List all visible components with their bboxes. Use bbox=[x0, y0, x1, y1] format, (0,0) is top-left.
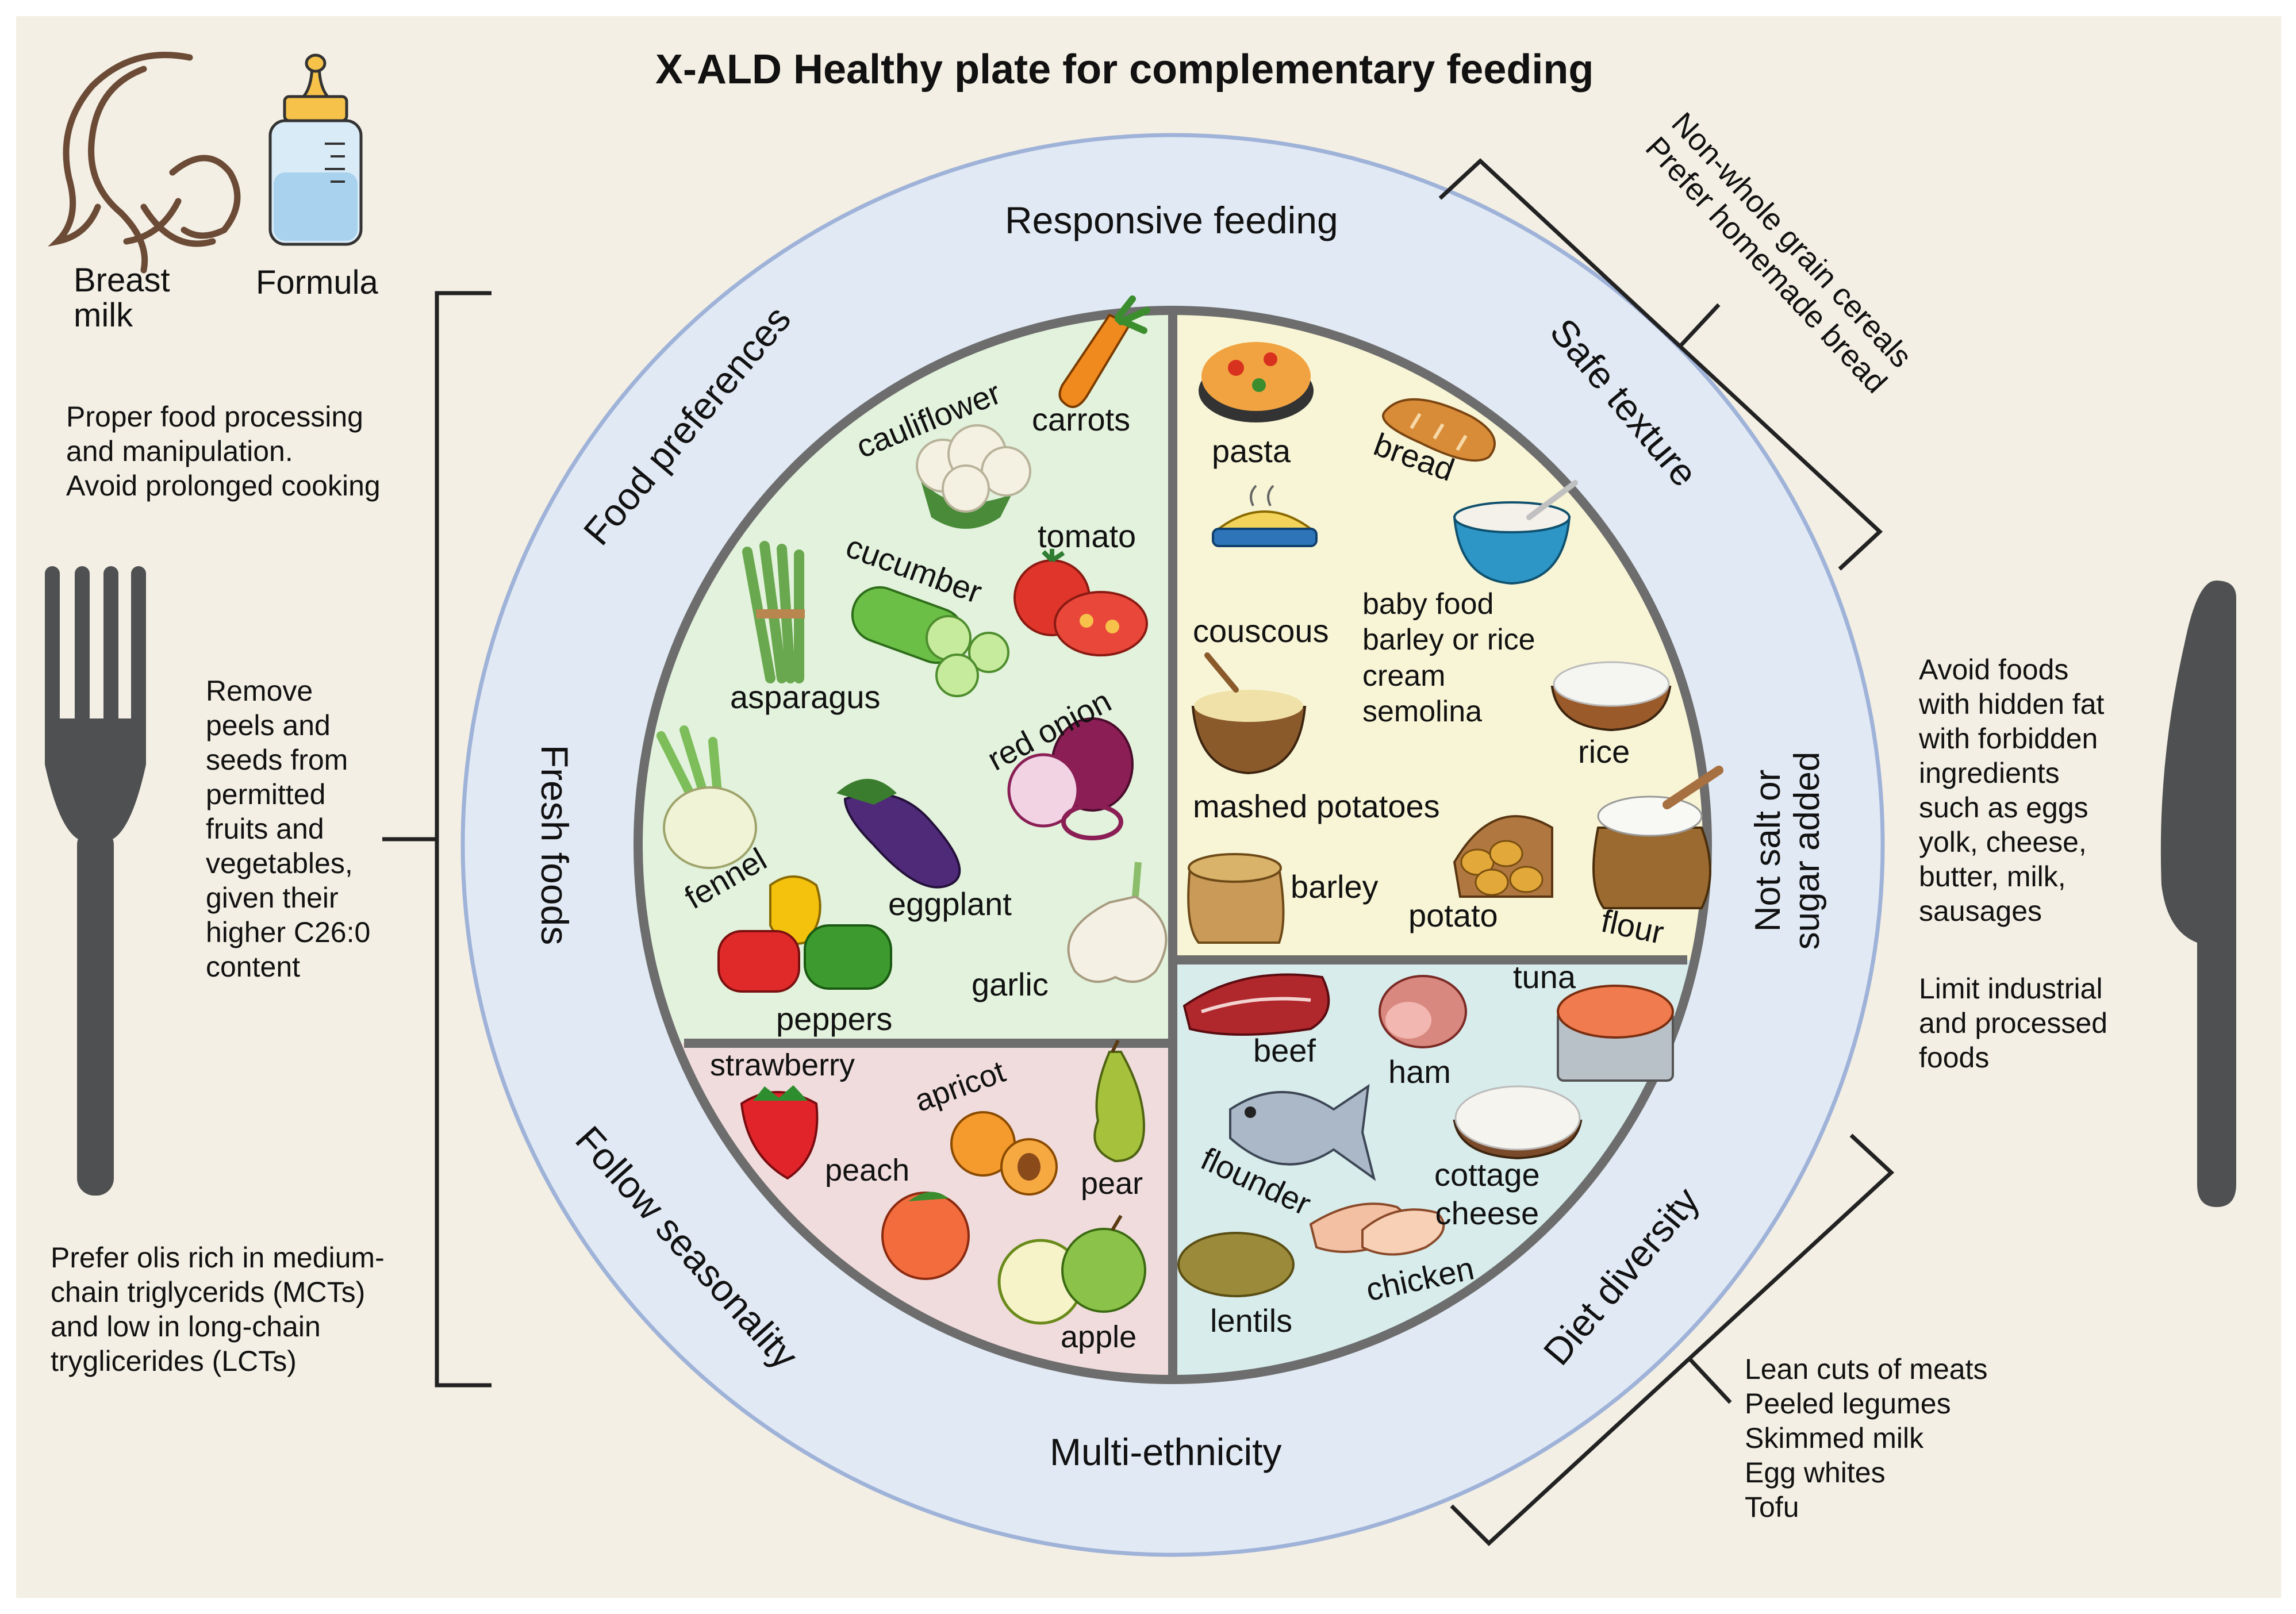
fork-icon bbox=[45, 566, 146, 1196]
fennel-icon bbox=[656, 725, 757, 869]
bottom-right-bracket bbox=[1450, 1133, 1895, 1546]
label-garlic: garlic bbox=[972, 966, 1049, 1002]
label-strawberry: strawberry bbox=[710, 1048, 855, 1082]
cottage-cheese-icon bbox=[1453, 1085, 1583, 1160]
mother-baby-icon bbox=[48, 52, 241, 274]
potato-icon bbox=[1453, 815, 1553, 898]
flounder-icon bbox=[1229, 1083, 1376, 1181]
cucumber-icon bbox=[851, 586, 1009, 697]
label-pasta: pasta bbox=[1212, 433, 1291, 469]
carrot-icon bbox=[1058, 295, 1150, 408]
label-tomato: tomato bbox=[1038, 518, 1137, 554]
asparagus-icon bbox=[742, 541, 805, 683]
rice-bowl-icon bbox=[1550, 661, 1672, 732]
pasta-icon bbox=[1199, 342, 1314, 422]
formula-label: Formula bbox=[256, 264, 378, 301]
note-limit-industrial: Limit industrial and processed foods bbox=[1919, 973, 2108, 1074]
label-apple: apple bbox=[1061, 1320, 1137, 1354]
ring-label-multi-ethnicity: Multi-ethnicity bbox=[1050, 1431, 1282, 1473]
tuna-icon bbox=[1557, 985, 1674, 1082]
apricot-icon bbox=[950, 1111, 1058, 1196]
tomato-icon bbox=[1013, 549, 1148, 656]
note-remove-peels: Remove peels and seeds from permitted fr… bbox=[206, 675, 371, 983]
label-couscous: couscous bbox=[1193, 613, 1329, 649]
label-cottage-cheese: cottage cheese bbox=[1434, 1156, 1540, 1232]
red-onion-icon bbox=[1007, 717, 1134, 840]
mashed-potatoes-icon bbox=[1191, 652, 1307, 775]
barley-sack-icon bbox=[1187, 853, 1285, 944]
eggplant-icon bbox=[836, 779, 961, 889]
breast-milk-label: Breast milk bbox=[74, 262, 170, 334]
strawberry-icon bbox=[740, 1085, 819, 1180]
apple-icon bbox=[997, 1215, 1146, 1325]
label-carrots: carrots bbox=[1032, 401, 1131, 437]
baby-food-bowl-icon bbox=[1453, 480, 1578, 585]
note-prefer-oils: Prefer olis rich in medium- chain trigly… bbox=[51, 1242, 385, 1377]
label-rice: rice bbox=[1578, 733, 1630, 770]
knife-icon bbox=[2160, 581, 2236, 1207]
label-eggplant: eggplant bbox=[888, 886, 1012, 922]
cauliflower-icon bbox=[916, 424, 1031, 529]
ring-label-fresh-foods: Fresh foods bbox=[533, 744, 576, 946]
note-food-processing: Proper food processing and manipulation.… bbox=[66, 401, 381, 502]
page-title: X-ALD Healthy plate for complementary fe… bbox=[655, 47, 1594, 93]
couscous-icon bbox=[1212, 485, 1318, 547]
label-asparagus: asparagus bbox=[730, 679, 881, 715]
garlic-icon bbox=[1067, 862, 1168, 983]
peach-icon bbox=[881, 1192, 970, 1280]
lentils-icon bbox=[1177, 1232, 1295, 1297]
beef-icon bbox=[1182, 973, 1330, 1036]
label-baby-food: baby food barley or rice cream semolina bbox=[1362, 587, 1535, 729]
label-mashed-potatoes: mashed potatoes bbox=[1193, 788, 1440, 824]
label-peppers: peppers bbox=[776, 1001, 893, 1037]
label-ham: ham bbox=[1388, 1054, 1451, 1090]
ring-label-not-salt-or-sugar: Not salt or sugar added bbox=[1748, 751, 1827, 950]
ring-label-responsive-feeding: Responsive feeding bbox=[1005, 199, 1338, 241]
label-lentils: lentils bbox=[1210, 1302, 1293, 1339]
note-avoid-hidden-fat: Avoid foods with hidden fat with forbidd… bbox=[1919, 654, 2105, 927]
left-bracket bbox=[382, 291, 492, 1388]
note-lean-protein: Lean cuts of meats Peeled legumes Skimme… bbox=[1745, 1353, 1988, 1523]
bread-icon bbox=[1382, 398, 1496, 462]
peppers-icon bbox=[717, 875, 892, 993]
label-peach: peach bbox=[825, 1153, 910, 1188]
top-right-bracket bbox=[1438, 158, 1883, 571]
label-pear: pear bbox=[1081, 1166, 1143, 1201]
ham-icon bbox=[1379, 975, 1467, 1048]
label-barley: barley bbox=[1291, 869, 1379, 905]
flour-sack-icon bbox=[1592, 766, 1723, 909]
label-potato: potato bbox=[1408, 897, 1498, 933]
baby-bottle-icon bbox=[268, 53, 363, 246]
label-beef: beef bbox=[1253, 1032, 1316, 1069]
label-tuna: tuna bbox=[1513, 959, 1576, 995]
chicken-icon bbox=[1309, 1202, 1445, 1256]
pear-icon bbox=[1093, 1039, 1146, 1163]
